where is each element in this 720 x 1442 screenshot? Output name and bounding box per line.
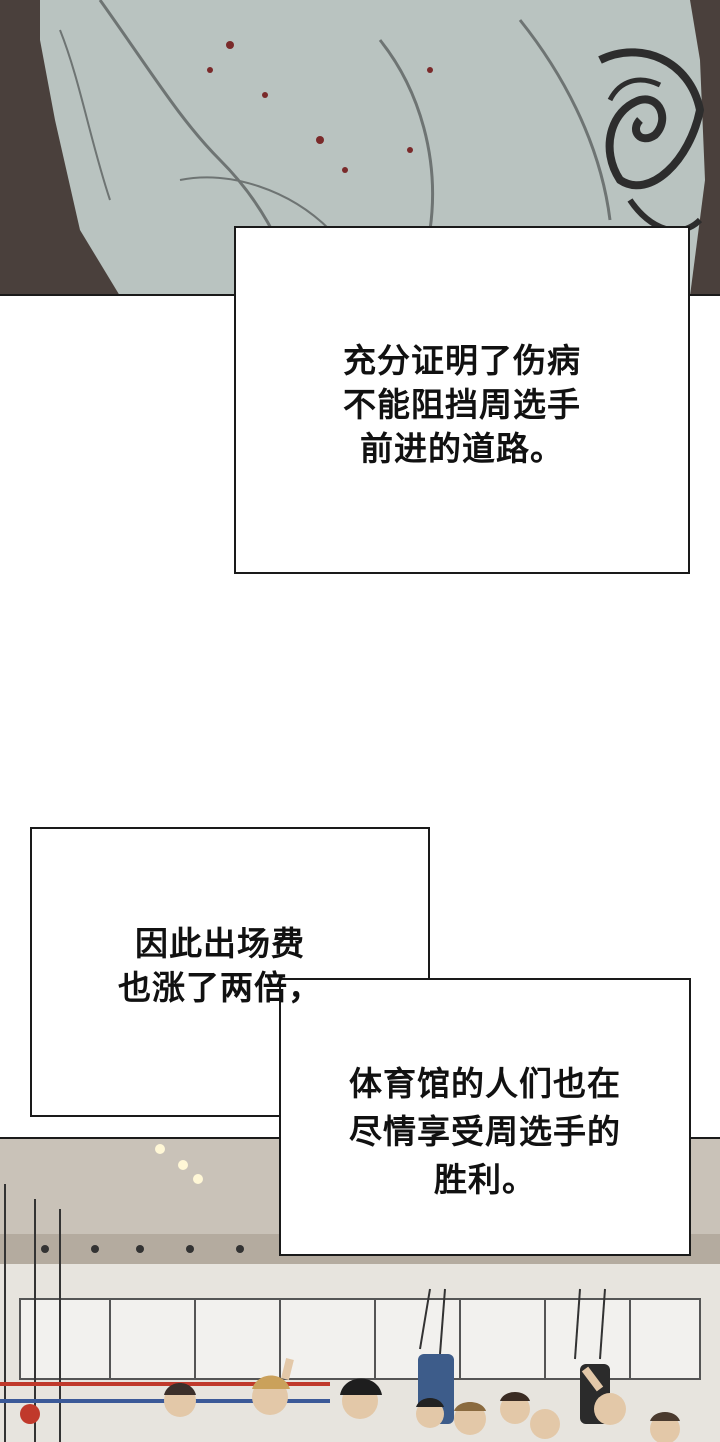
- caption-1-line-3: 前进的道路。: [360, 429, 564, 468]
- caption-3-line-2: 尽情享受周选手的: [349, 1112, 621, 1151]
- caption-box-1: 充分证明了伤病 不能阻挡周选手 前进的道路。: [234, 226, 690, 574]
- crowd: [164, 1358, 680, 1442]
- caption-1-line-1: 充分证明了伤病: [343, 341, 581, 380]
- caption-3-line-1: 体育馆的人们也在: [349, 1064, 621, 1103]
- caption-2-line-2: 也涨了两倍，: [118, 968, 322, 1007]
- caption-1-line-2: 不能阻挡周选手: [343, 385, 581, 424]
- caption-merge-cover: [281, 980, 428, 1115]
- caption-2-line-1: 因此出场费: [135, 924, 305, 963]
- caption-3-line-3: 胜利。: [434, 1160, 536, 1199]
